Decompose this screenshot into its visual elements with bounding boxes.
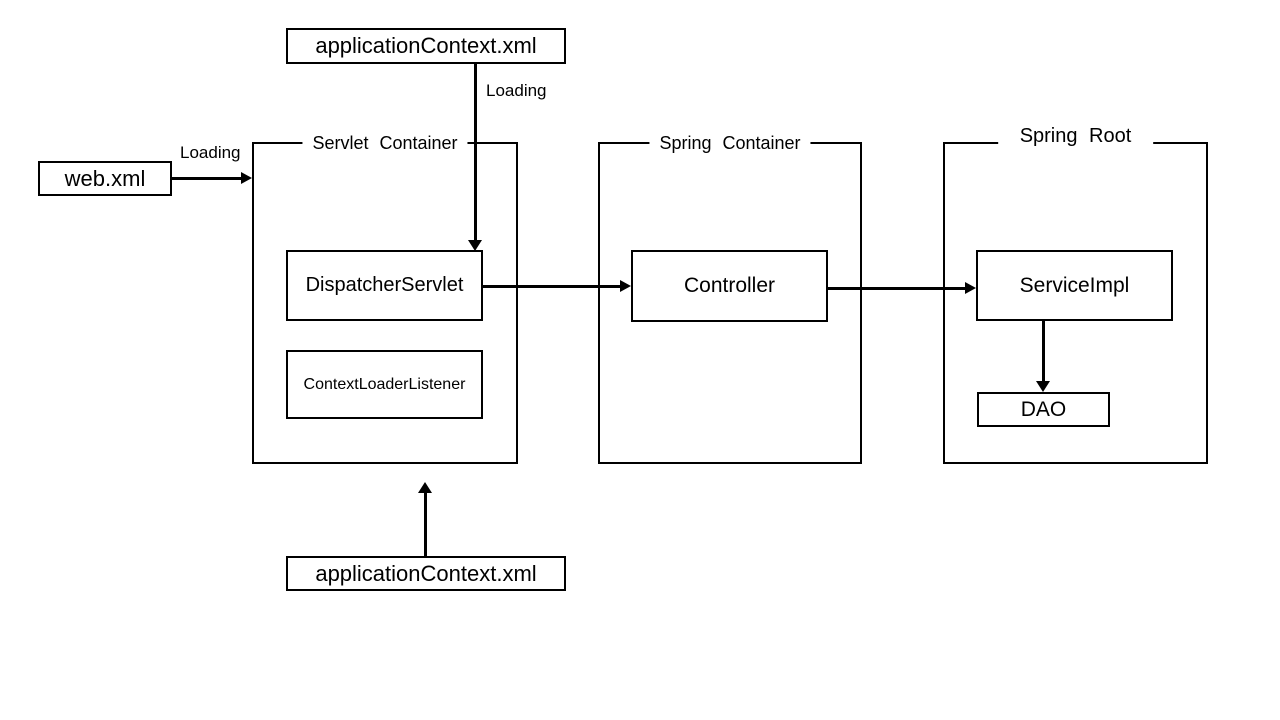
node-label: ServiceImpl: [1019, 273, 1130, 297]
node-label: DAO: [1020, 397, 1067, 421]
arrow-shaft: [424, 492, 427, 556]
arrow-shaft: [828, 287, 966, 290]
node-label: DispatcherServlet: [305, 274, 464, 296]
arrowhead-right-icon: [965, 282, 976, 294]
node-label: applicationContext.xml: [315, 33, 537, 58]
node-context-loader-listener: ContextLoaderListener: [286, 350, 483, 419]
node-controller: Controller: [631, 250, 828, 322]
arrow-shaft: [172, 177, 242, 180]
node-label: ContextLoaderListener: [303, 375, 466, 393]
servlet-container-title: Servlet Container: [302, 131, 468, 155]
edge-label-loading-top: Loading: [486, 81, 547, 100]
node-application-context-xml-bottom: applicationContext.xml: [286, 556, 566, 591]
servlet-container-group: Servlet Container: [252, 131, 518, 464]
arrow-shaft: [483, 285, 621, 288]
edge-label-loading-webxml: Loading: [180, 143, 241, 162]
spring-container-title: Spring Container: [649, 131, 811, 155]
arrowhead-down-icon: [468, 240, 482, 251]
arrow-shaft: [1042, 321, 1045, 382]
node-service-impl: ServiceImpl: [976, 250, 1173, 321]
node-label: applicationContext.xml: [315, 560, 537, 586]
arrowhead-down-icon: [1036, 381, 1050, 392]
spring-container-group: Spring Container: [598, 131, 862, 464]
arrowhead-right-icon: [620, 280, 631, 292]
node-label: web.xml: [64, 165, 146, 191]
node-dao: DAO: [977, 392, 1110, 427]
arrow-shaft: [474, 64, 477, 241]
node-web-xml: web.xml: [38, 161, 172, 196]
arrowhead-right-icon: [241, 172, 252, 184]
arrowhead-up-icon: [418, 482, 432, 493]
node-dispatcher-servlet: DispatcherServlet: [286, 250, 483, 321]
spring-root-title: Spring Root: [997, 124, 1154, 148]
node-label: Controller: [683, 274, 776, 297]
node-application-context-xml-top: applicationContext.xml: [286, 28, 566, 64]
spring-root-group: Spring Root: [943, 124, 1208, 464]
